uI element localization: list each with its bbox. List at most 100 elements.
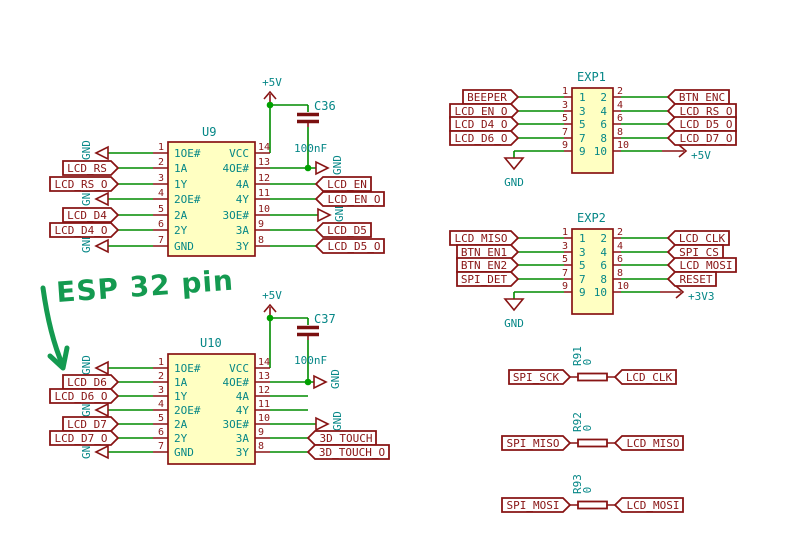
svg-text:1A: 1A [174, 162, 188, 175]
svg-text:12: 12 [258, 385, 270, 396]
svg-text:GND: GND [329, 369, 342, 389]
svg-text:3: 3 [579, 246, 586, 259]
svg-text:GND: GND [331, 155, 344, 175]
svg-text:8: 8 [258, 235, 264, 246]
svg-text:GND: GND [80, 233, 93, 253]
svg-text:2: 2 [158, 371, 164, 382]
svg-text:3OE#: 3OE# [223, 418, 250, 431]
c36-value: 100nF [294, 142, 327, 155]
net-label-lcd-d4-o: LCD_D4_O [449, 116, 520, 132]
svg-text:9: 9 [258, 427, 264, 438]
svg-text:4: 4 [158, 188, 164, 199]
svg-text:2A: 2A [174, 418, 188, 431]
net-label-lcd-en-o: LCD_EN_O [314, 191, 385, 207]
svg-text:3Y: 3Y [236, 446, 250, 459]
svg-text:GND: GND [331, 411, 344, 431]
svg-text:LCD_D5: LCD_D5 [327, 224, 367, 237]
svg-text:BEEPER: BEEPER [467, 91, 507, 104]
svg-text:3: 3 [579, 105, 586, 118]
capacitor-c37: C37 100nF [294, 312, 336, 367]
svg-text:GND: GND [504, 176, 524, 189]
svg-text:1: 1 [158, 357, 164, 368]
svg-text:2: 2 [600, 232, 607, 245]
svg-text:3A: 3A [236, 432, 250, 445]
svg-text:9: 9 [579, 286, 586, 299]
svg-text:9: 9 [562, 281, 568, 292]
svg-text:LCD_MOSI: LCD_MOSI [627, 499, 680, 512]
capacitor-c36: C36 100nF [294, 99, 336, 155]
svg-text:SPI_MOSI: SPI_MOSI [507, 499, 560, 512]
exp2-body [571, 228, 614, 315]
svg-text:LCD_D5_O: LCD_D5_O [328, 240, 381, 253]
svg-text:7: 7 [562, 268, 568, 279]
svg-text:3: 3 [158, 385, 164, 396]
svg-text:5: 5 [158, 413, 164, 424]
net-label-lcd-rs: LCD_RS [62, 160, 120, 176]
p5v-power-symbol: +5V [662, 144, 711, 162]
u10-wires [108, 317, 316, 453]
net-label-spi-mosi: SPI_MOSI [501, 497, 572, 513]
r91-value: 0 [581, 359, 594, 366]
exp1-ref: EXP1 [577, 70, 606, 84]
svg-text:LCD_CLK: LCD_CLK [679, 232, 726, 245]
exp2-ref: EXP2 [577, 211, 606, 225]
net-label-btn-en2: BTN_EN2 [456, 257, 520, 273]
svg-text:7: 7 [562, 127, 568, 138]
svg-text:12: 12 [258, 173, 270, 184]
svg-text:4: 4 [600, 105, 607, 118]
svg-text:SPI_SCK: SPI_SCK [513, 371, 560, 384]
net-label-lcd-d5: LCD_D5 [314, 222, 372, 238]
svg-text:3OE#: 3OE# [223, 209, 250, 222]
svg-text:BTN_EN1: BTN_EN1 [461, 246, 507, 259]
gnd-power-symbol: GND [503, 157, 525, 189]
svg-text:LCD_D6_O: LCD_D6_O [455, 132, 508, 145]
svg-text:RESET: RESET [679, 273, 712, 286]
c37-value: 100nF [294, 354, 327, 367]
svg-text:4: 4 [158, 399, 164, 410]
u9-ref: U9 [202, 125, 216, 139]
svg-text:4: 4 [617, 241, 623, 252]
svg-text:4Y: 4Y [236, 404, 250, 417]
svg-text:4OE#: 4OE# [223, 376, 250, 389]
svg-text:LCD_D7_O: LCD_D7_O [680, 132, 733, 145]
net-label-lcd-mosi: LCD_MOSI [613, 497, 684, 513]
junction-dot [304, 164, 312, 172]
gnd-power-symbol: GND GND [315, 155, 346, 223]
svg-text:5: 5 [158, 204, 164, 215]
p3v3-power-symbol: +3V3 [660, 285, 715, 303]
svg-text:14: 14 [258, 357, 270, 368]
svg-text:9: 9 [562, 140, 568, 151]
svg-text:10: 10 [594, 286, 607, 299]
svg-text:1OE#: 1OE# [174, 147, 201, 160]
svg-text:LCD_D7_O: LCD_D7_O [55, 432, 108, 445]
svg-text:GND: GND [504, 317, 524, 330]
svg-text:14: 14 [258, 142, 270, 153]
svg-text:2OE#: 2OE# [174, 404, 201, 417]
svg-text:VCC: VCC [229, 147, 249, 160]
junction-dot [304, 378, 312, 386]
net-label-lcd-d7-o: LCD_D7_O [666, 130, 737, 146]
svg-text:SPI_DET: SPI_DET [461, 273, 508, 286]
svg-text:8: 8 [600, 132, 607, 145]
up-arrow-icon [263, 303, 277, 313]
exp1-body [571, 87, 614, 174]
svg-text:5: 5 [562, 113, 568, 124]
svg-text:+5V: +5V [262, 289, 282, 302]
u9-section: U9 1OE# 1A 1Y 2OE# 2A 2Y GND VCC 4OE# 4A… [49, 76, 385, 257]
svg-text:1: 1 [158, 142, 164, 153]
resistor-r92-link: SPI_MISO R92 0 LCD_MISO [501, 412, 684, 451]
svg-text:13: 13 [258, 157, 270, 168]
svg-text:8: 8 [617, 127, 623, 138]
svg-text:7: 7 [158, 441, 164, 452]
svg-text:LCD_D6: LCD_D6 [67, 376, 107, 389]
svg-text:6: 6 [617, 254, 623, 265]
svg-text:GND: GND [80, 355, 93, 375]
net-label-lcd-mosi: LCD_MOSI [666, 257, 737, 273]
svg-text:1A: 1A [174, 376, 188, 389]
svg-text:9: 9 [579, 145, 586, 158]
svg-text:3D_TOUCH_O: 3D_TOUCH_O [319, 446, 385, 459]
c36-ref: C36 [314, 99, 336, 113]
svg-text:LCD_D4_O: LCD_D4_O [455, 118, 508, 131]
svg-text:6: 6 [600, 259, 607, 272]
r92-value: 0 [581, 425, 594, 432]
